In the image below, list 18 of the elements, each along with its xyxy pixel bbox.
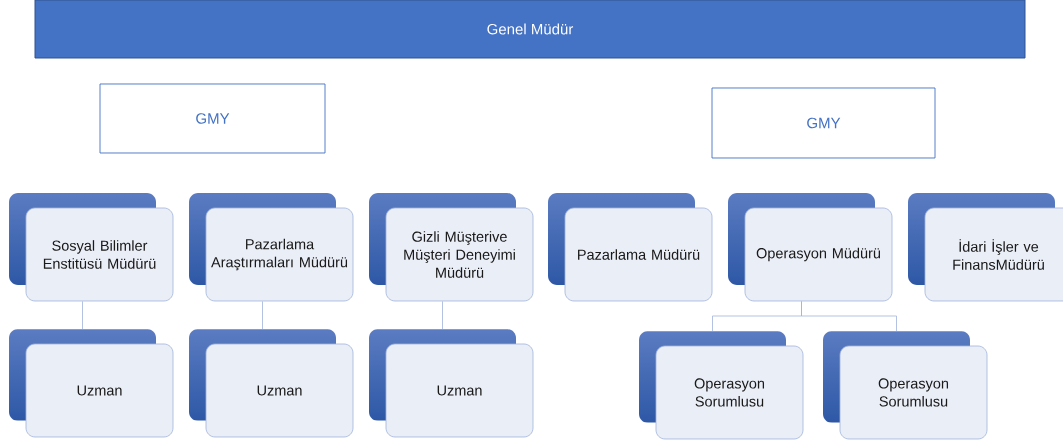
org-card: Operasyon Sorumlusu	[655, 345, 804, 440]
role-box: GMY	[99, 83, 326, 154]
org-card: Pazarlama Müdürü	[564, 207, 713, 302]
connector-line	[82, 301, 83, 330]
connector-line	[262, 301, 263, 330]
role-box: GMY	[711, 87, 936, 159]
connector-line	[442, 301, 443, 330]
org-card: Uzman	[205, 343, 354, 438]
org-card: İdari İşler ve FinansMüdürü	[924, 207, 1063, 302]
org-card: Operasyon Sorumlusu	[839, 345, 988, 440]
org-card: Sosyal Bilimler Enstitüsü Müdürü	[25, 207, 174, 302]
org-card: Gizli Müşterive Müşteri Deneyimi Müdürü	[385, 207, 534, 302]
org-card: Uzman	[385, 343, 534, 438]
connector-line	[801, 301, 897, 332]
org-card: Operasyon Müdürü	[744, 207, 893, 302]
title-bar: Genel Müdür	[34, 0, 1026, 59]
org-card: Pazarlama Araştırmaları Müdürü	[205, 207, 354, 302]
org-card: Uzman	[25, 343, 174, 438]
